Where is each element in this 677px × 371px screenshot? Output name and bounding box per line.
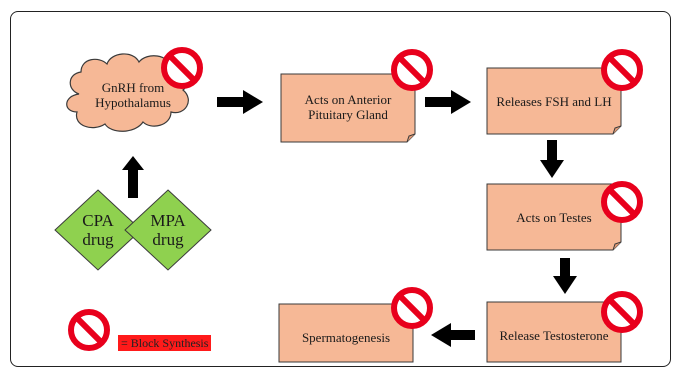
box-testosterone — [486, 301, 622, 363]
diagram-frame: GnRH from Hypothalamus Acts on Anterior … — [10, 11, 671, 367]
flowchart-canvas — [54, 12, 671, 363]
spermatogenesis-label: Spermatogenesis — [301, 330, 391, 345]
legend-label: = Block Synthesis — [118, 335, 212, 351]
mpa-diamond — [124, 189, 212, 271]
gnrh-cloud — [66, 53, 189, 132]
cpa-drug-label: CPA drug — [82, 211, 114, 249]
arrow-testosterone-to-spermatogenesis — [431, 323, 475, 347]
prohibition-icon — [394, 52, 430, 88]
box-fsh-lh — [486, 67, 622, 135]
box-spermatogenesis — [278, 303, 414, 363]
fsh-lh-label: Releases FSH and LH — [496, 94, 612, 109]
prohibition-icon — [604, 52, 640, 88]
anterior-pituitary-label: Acts on Anterior Pituitary Gland — [304, 92, 392, 122]
prohibition-icon — [394, 290, 430, 326]
cpa-diamond — [54, 189, 142, 271]
testosterone-label: Release Testosterone — [499, 328, 609, 343]
arrow-testes-to-testosterone — [553, 258, 577, 294]
mpa-drug-label: MPA drug — [150, 211, 186, 249]
testes-label: Acts on Testes — [516, 210, 592, 225]
box-testes — [486, 183, 622, 251]
legend-prohibition-icon — [71, 312, 107, 348]
gnrh-label: GnRH from Hypothalamus — [95, 80, 171, 110]
arrow-gnrh-to-anterior — [217, 90, 263, 114]
arrow-anterior-to-fshlh — [425, 90, 471, 114]
prohibition-icon — [604, 294, 640, 330]
arrow-fshlh-to-testes — [540, 140, 564, 178]
arrow-drugs-to-gnrh — [122, 156, 144, 198]
